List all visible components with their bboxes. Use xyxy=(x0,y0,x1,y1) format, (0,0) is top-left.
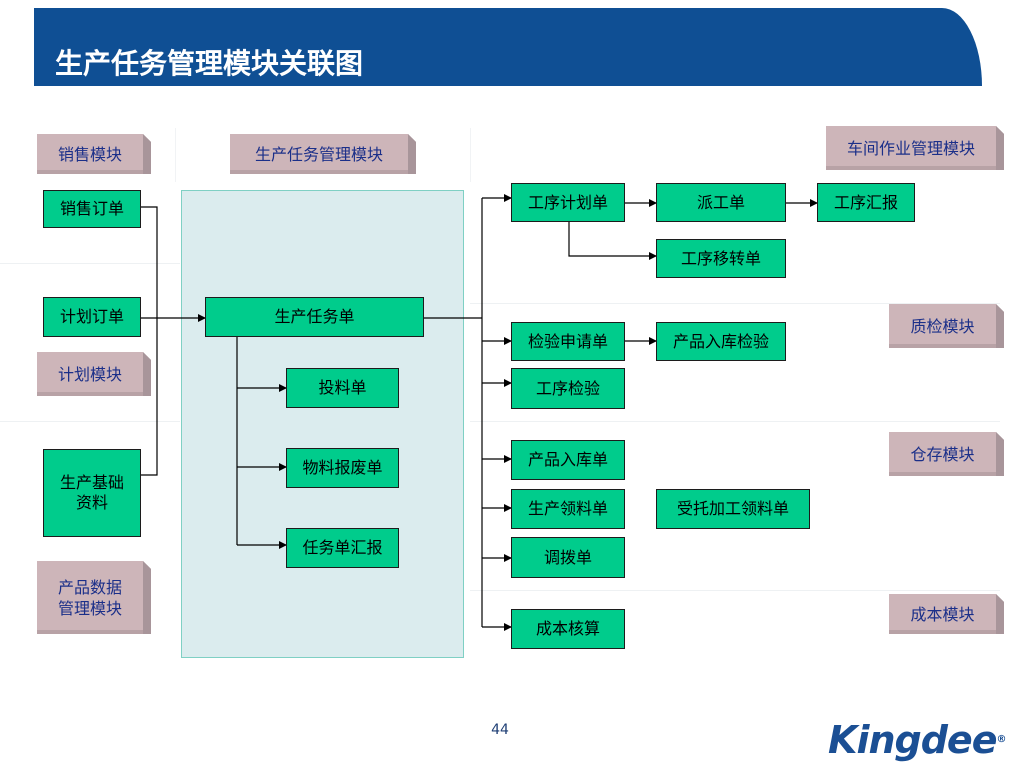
node-plan-order: 计划订单 xyxy=(43,297,141,337)
section-divider xyxy=(470,128,471,182)
node-label: 成本核算 xyxy=(535,619,600,638)
node-label: 检验申请单 xyxy=(527,331,608,351)
module-cost: 成本模块 xyxy=(889,594,1004,634)
module-label: 生产任务管理模块 xyxy=(254,144,383,164)
connector-arrow xyxy=(568,222,657,260)
node-product-stockin-inspection: 产品入库检验 xyxy=(656,322,786,361)
logo-text: Kingdee xyxy=(828,718,997,762)
node-production-task-order: 生产任务单 xyxy=(205,297,424,337)
module-label: 成本模块 xyxy=(910,604,975,624)
node-label: 派工单 xyxy=(696,192,745,212)
module-label: 质检模块 xyxy=(910,316,975,336)
section-divider xyxy=(0,263,180,264)
node-label: 工序计划单 xyxy=(527,192,608,212)
node-process-inspection: 工序检验 xyxy=(511,368,625,409)
connector-line xyxy=(141,206,158,318)
page-number: 44 xyxy=(491,722,509,738)
connector-line xyxy=(141,318,158,476)
node-label: 物料报废单 xyxy=(302,458,383,477)
node-label: 受托加工领料单 xyxy=(676,499,789,518)
registered-mark: ® xyxy=(996,734,1006,745)
node-label: 产品入库单 xyxy=(527,450,608,469)
node-label: 销售订单 xyxy=(59,199,124,218)
node-label: 计划订单 xyxy=(59,307,124,326)
kingdee-logo: Kingdee® xyxy=(828,715,1006,765)
section-divider xyxy=(175,128,176,182)
node-label: 生产基础 资料 xyxy=(59,473,124,512)
node-label: 工序移转单 xyxy=(680,248,761,268)
module-quality: 质检模块 xyxy=(889,304,1004,348)
module-planning: 计划模块 xyxy=(37,352,151,396)
node-outsourced-picking: 受托加工领料单 xyxy=(656,489,810,529)
node-label: 工序检验 xyxy=(535,378,600,398)
module-label: 产品数据 管理模块 xyxy=(57,577,122,618)
node-label: 调拨单 xyxy=(543,547,592,567)
node-label: 工序汇报 xyxy=(833,192,898,212)
module-label: 仓存模块 xyxy=(910,444,975,464)
section-divider xyxy=(470,590,1000,591)
module-warehouse: 仓存模块 xyxy=(889,432,1004,476)
module-label: 计划模块 xyxy=(57,364,122,384)
node-label: 投料单 xyxy=(318,378,367,397)
node-task-report: 任务单汇报 xyxy=(286,528,399,568)
node-production-basics: 生产基础 资料 xyxy=(43,449,141,537)
node-transfer: 调拨单 xyxy=(511,537,625,578)
module-production-task: 生产任务管理模块 xyxy=(230,134,416,174)
module-sales: 销售模块 xyxy=(37,134,151,174)
node-label: 生产任务单 xyxy=(274,307,355,326)
node-process-plan: 工序计划单 xyxy=(511,183,625,222)
page-title: 生产任务管理模块关联图 xyxy=(55,47,364,80)
node-material-scrap: 物料报废单 xyxy=(286,448,399,488)
module-product-data: 产品数据 管理模块 xyxy=(37,561,151,634)
node-material-feed: 投料单 xyxy=(286,368,399,408)
node-production-picking: 生产领料单 xyxy=(511,489,625,529)
node-label: 产品入库检验 xyxy=(672,331,769,351)
node-label: 任务单汇报 xyxy=(302,538,383,557)
node-inspection-request: 检验申请单 xyxy=(511,322,625,361)
node-dispatch: 派工单 xyxy=(656,183,786,222)
node-process-report: 工序汇报 xyxy=(817,183,915,222)
module-label: 销售模块 xyxy=(57,144,122,164)
module-workshop: 车间作业管理模块 xyxy=(826,126,1004,170)
node-cost-accounting: 成本核算 xyxy=(511,609,625,649)
node-sales-order: 销售订单 xyxy=(43,190,141,228)
section-divider xyxy=(470,303,1000,304)
section-divider xyxy=(0,421,180,422)
title-bar xyxy=(34,8,982,86)
node-label: 生产领料单 xyxy=(527,499,608,518)
node-process-transfer: 工序移转单 xyxy=(656,239,786,278)
module-label: 车间作业管理模块 xyxy=(846,138,975,158)
production-task-panel xyxy=(181,190,464,658)
node-product-stockin: 产品入库单 xyxy=(511,440,625,480)
section-divider xyxy=(470,421,1000,422)
